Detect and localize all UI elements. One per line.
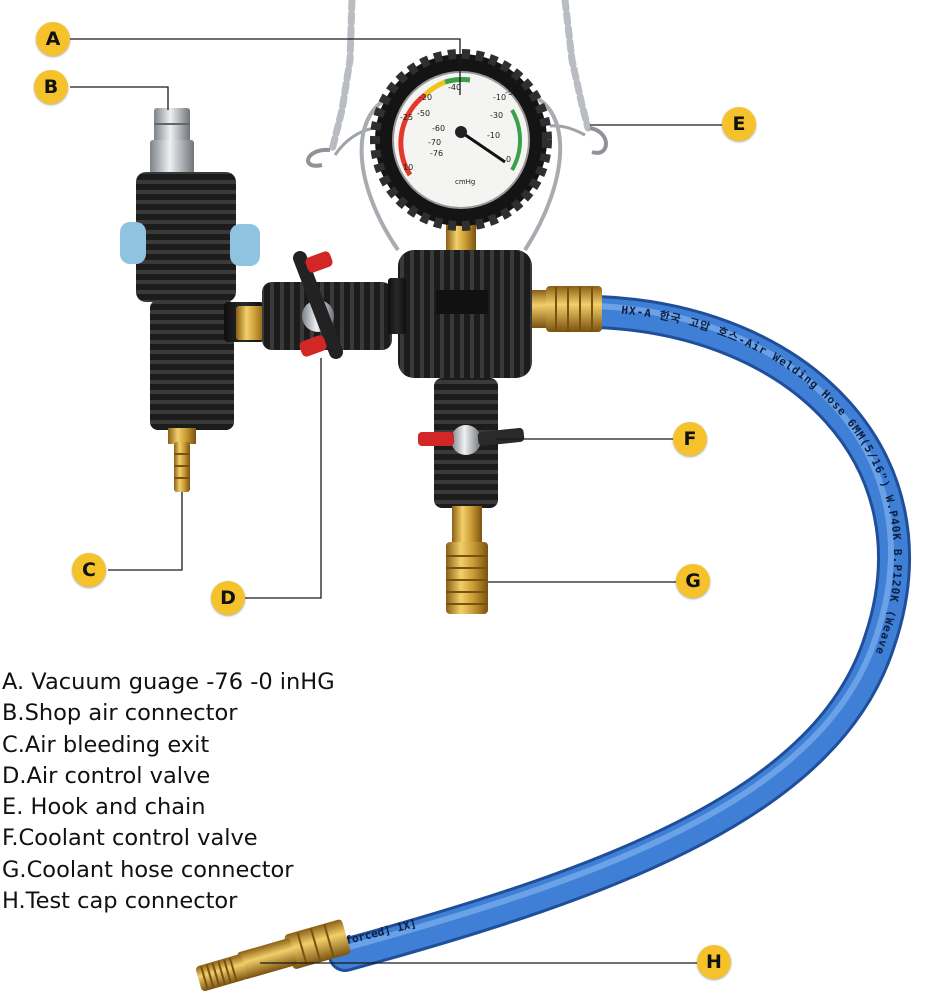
callout-g: G — [676, 564, 710, 598]
legend-item-h: H.Test cap connector — [2, 888, 238, 915]
gauge-label: -5 — [505, 88, 513, 97]
legend-item-g: G.Coolant hose connector — [2, 856, 294, 883]
legend-item-d: D.Air control valve — [2, 762, 211, 789]
callout-b: B — [34, 70, 68, 104]
gauge-label: -76 — [430, 149, 443, 158]
gauge-label: -10 — [493, 93, 506, 102]
gauge-label: 10 — [403, 163, 413, 172]
coolant-hose: HX-A 한국 고압 호스-Air Welding Hose 6MM(5/16"… — [338, 304, 904, 955]
gauge-label: -10 — [487, 131, 500, 140]
shop-air-connector — [150, 108, 194, 174]
gauge-label: -20 — [419, 93, 432, 102]
parts-legend: A. Vacuum guage -76 -0 inHG B.Shop air c… — [2, 667, 422, 917]
gauge-label: -40 — [448, 83, 461, 92]
air-bleeding-exit — [168, 428, 196, 492]
test-cap-connector — [195, 919, 351, 991]
hose-body-fitting — [528, 286, 602, 332]
legend-item-b: B.Shop air connector — [2, 700, 238, 727]
callout-h: H — [697, 945, 731, 979]
blue-button-right — [230, 224, 260, 266]
callout-a: A — [36, 22, 70, 56]
legend-item-a: A. Vacuum guage -76 -0 inHG — [2, 669, 335, 695]
leader-line-c — [108, 492, 183, 571]
legend-item-c: C.Air bleeding exit — [2, 731, 210, 758]
leader-line-b — [70, 86, 169, 110]
left-valve-body — [120, 172, 266, 430]
coolant-hose-connector — [446, 506, 488, 614]
leader-line-a — [70, 38, 461, 95]
air-control-valve — [262, 251, 392, 359]
gauge-label: -70 — [428, 138, 441, 147]
legend-item-f: F.Coolant control valve — [2, 825, 258, 852]
gauge-wire-frame — [359, 93, 563, 252]
central-body — [388, 250, 532, 378]
callout-f: F — [673, 422, 707, 456]
gauge-label: -30 — [490, 111, 503, 120]
gauge-label: -50 — [417, 109, 430, 118]
gauge-label: 0 — [506, 155, 511, 164]
callout-c: C — [72, 553, 106, 587]
blue-button-left — [120, 222, 146, 264]
legend-item-e: E. Hook and chain — [2, 794, 206, 821]
gauge-unit: cmHg — [455, 178, 475, 186]
coolant-control-valve — [418, 378, 525, 508]
leader-lines — [70, 38, 722, 964]
gauge-label: -60 — [432, 124, 445, 133]
callout-e: E — [722, 107, 756, 141]
hook-and-chain — [306, 0, 608, 168]
leader-line-d — [245, 358, 322, 599]
vacuum-gauge: -20 -10 -25 -30 -40 -50 -60 -70 -76 -10 … — [370, 49, 552, 252]
callout-d: D — [211, 581, 245, 615]
gauge-label: -25 — [400, 113, 413, 122]
